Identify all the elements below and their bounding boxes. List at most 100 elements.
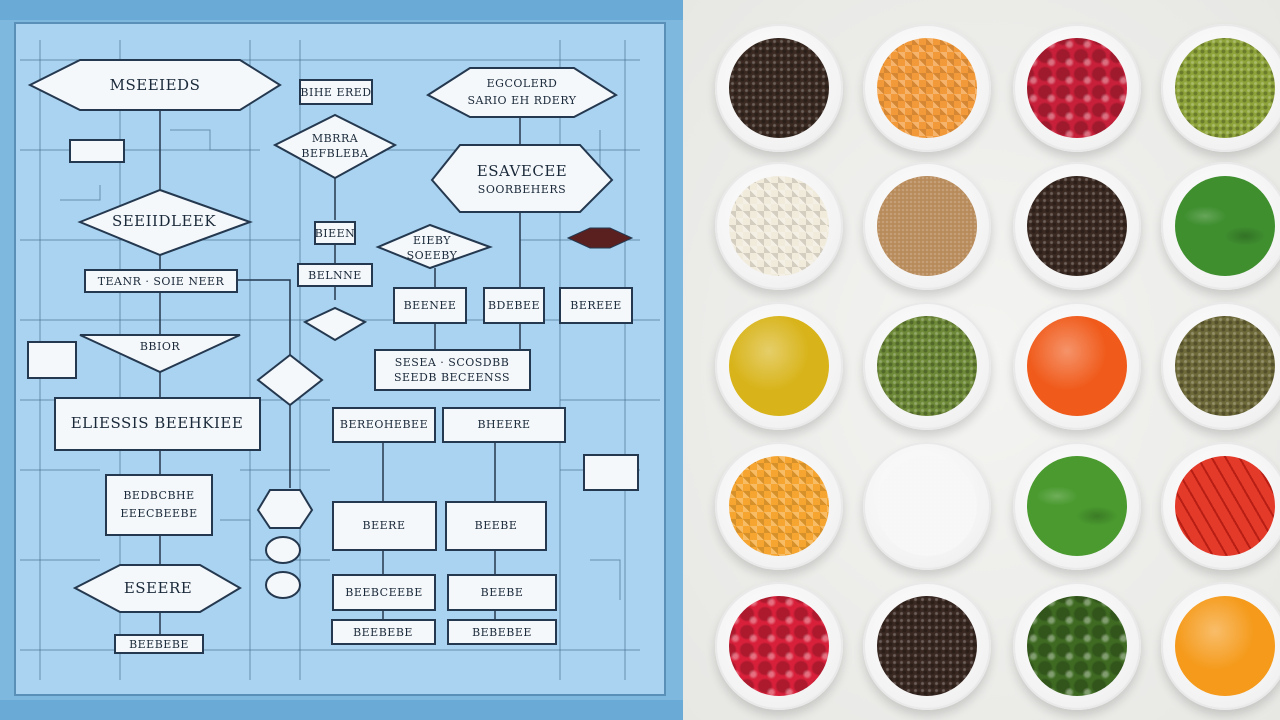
shape-left-funnel [79, 334, 241, 374]
salt-bowl [863, 442, 991, 570]
shape-oval-1 [265, 536, 301, 564]
ingredient-bowls-photo [683, 0, 1280, 720]
shape-row3-box-3 [559, 287, 633, 324]
label-grid-box-3: BEEBCEEBE [345, 586, 423, 599]
label-mid-diamond-1: EIEBY [413, 234, 451, 247]
label-grid-box-4: BEEBE [481, 586, 524, 599]
shape-mid-small-diamond [302, 306, 368, 342]
bowl-contents [877, 596, 977, 696]
shape-pair-box-2 [442, 407, 566, 443]
label-left-stack-1: BEDBCBHE [123, 489, 194, 502]
bowl-contents [729, 176, 829, 276]
bowl-contents [729, 456, 829, 556]
shape-bottom-box-1 [114, 634, 204, 654]
shape-left-note [27, 341, 77, 379]
bowl-contents [1027, 456, 1127, 556]
shape-diamond-a [272, 113, 398, 180]
label-row3-box-2: BDEBEE [488, 299, 540, 312]
label-row3-box-1: BEENEE [404, 299, 457, 312]
label-bottom-box-1: BEEBEBE [129, 638, 189, 651]
flowchart-diagram: MSEEIEDS BIHE ERED EGCOLERD SARIO EH RDE… [20, 40, 660, 680]
bowl-contents [1175, 316, 1275, 416]
label-diamond-a-1: MBRRA [312, 132, 359, 145]
shape-small-box-1 [299, 79, 373, 105]
shape-mid-diamond [375, 223, 493, 270]
green-lentils-bowl [1161, 24, 1280, 152]
bowl-contents [877, 456, 977, 556]
bowl-contents [1175, 38, 1275, 138]
diced-carrot-bowl [863, 24, 991, 152]
label-left-funnel: BBIOR [140, 340, 181, 353]
bowl-contents [729, 596, 829, 696]
basil-leaves-bowl [1161, 162, 1280, 290]
label-bottom-box-2: BEEBEBE [353, 626, 413, 639]
shape-mid-small-1 [314, 221, 356, 245]
label-top-right-title-2: SARIO EH RDERY [467, 94, 576, 107]
flow-labels: MSEEIEDS BIHE ERED EGCOLERD SARIO EH RDE… [71, 76, 622, 651]
shape-mid-small-2 [297, 263, 373, 287]
bowl-contents [1175, 456, 1275, 556]
flow-shapes [27, 59, 639, 654]
shape-wide-box [374, 349, 531, 391]
label-diamond-a-2: BEFBLEBA [301, 147, 369, 160]
shape-oval-2 [265, 571, 301, 599]
shape-bottom-diamond [72, 564, 242, 613]
label-wide-box-1: SESEA · SCOSDBB [395, 356, 510, 369]
shape-left-diamond [77, 188, 253, 257]
bowl-contents [1175, 176, 1275, 276]
bowl-contents [1175, 596, 1275, 696]
bowl-contents [877, 316, 977, 416]
shape-small-hex [256, 489, 314, 529]
bowl-contents [1027, 38, 1127, 138]
label-pair-box-2: BHEERE [477, 418, 530, 431]
label-grid-box-1: BEERE [363, 519, 406, 532]
label-small-box-1: BIHE ERED [300, 86, 371, 99]
shape-left-small [69, 139, 125, 163]
shape-row3-box-1 [393, 287, 467, 324]
capers-bowl [1013, 582, 1141, 710]
bowl-contents [1027, 316, 1127, 416]
label-top-right-title-1: EGCOLERD [487, 77, 558, 90]
bowl-contents [877, 38, 977, 138]
label-bottom-box-3: BEBEBEE [472, 626, 532, 639]
shape-bottom-box-2 [331, 619, 436, 645]
label-bottom-diamond: ESEERE [124, 579, 192, 597]
red-pepper-strips-bowl [1161, 442, 1280, 570]
strawberries-bowl [715, 582, 843, 710]
shape-grid-box-2 [445, 501, 547, 551]
bowl-contents [1027, 176, 1127, 276]
shape-grid-box-3 [332, 574, 436, 611]
ground-cumin-bowl [863, 162, 991, 290]
label-row3-box-3: BEREEE [570, 299, 622, 312]
label-top-left-title: MSEEIEDS [110, 76, 201, 94]
shape-top-left-title [27, 59, 282, 111]
label-grid-box-2: BEEBE [475, 519, 518, 532]
shape-grid-box-4 [447, 574, 557, 611]
shape-right-small [583, 454, 639, 491]
label-left-stack-2: EEECBEEBE [120, 507, 197, 520]
flow-connectors [159, 110, 521, 635]
label-big-left-box: ELIESSIS BEEHKIEE [71, 414, 244, 432]
diced-squash-bowl [715, 442, 843, 570]
fresh-basil-bowl [1013, 442, 1141, 570]
shape-pair-box-1 [332, 407, 436, 443]
paprika-sauce-bowl [1013, 302, 1141, 430]
shape-grid-box-1 [332, 501, 437, 551]
raspberries-bowl [1013, 24, 1141, 152]
poster-top-strip [0, 0, 683, 20]
label-wide-box-2: SEEDB BECEENSS [394, 371, 510, 384]
shape-big-diamond [430, 144, 614, 213]
turmeric-sauce-bowl [1161, 582, 1280, 710]
bowl-contents [729, 316, 829, 416]
green-peas-bowl [863, 302, 991, 430]
olive-oil-bowl [715, 302, 843, 430]
shape-row3-box-2 [483, 287, 545, 324]
cloves-bowl [863, 582, 991, 710]
label-big-diamond-1: ESAVECEE [477, 162, 567, 180]
brown-lentils-bowl [1161, 302, 1280, 430]
label-pair-box-1: BEREOHEBEE [340, 418, 428, 431]
label-big-diamond-2: SOORBEHERS [478, 183, 566, 196]
mustard-seeds-bowl [1013, 162, 1141, 290]
shape-top-right-title [426, 67, 618, 118]
shape-left-stack [105, 474, 213, 536]
